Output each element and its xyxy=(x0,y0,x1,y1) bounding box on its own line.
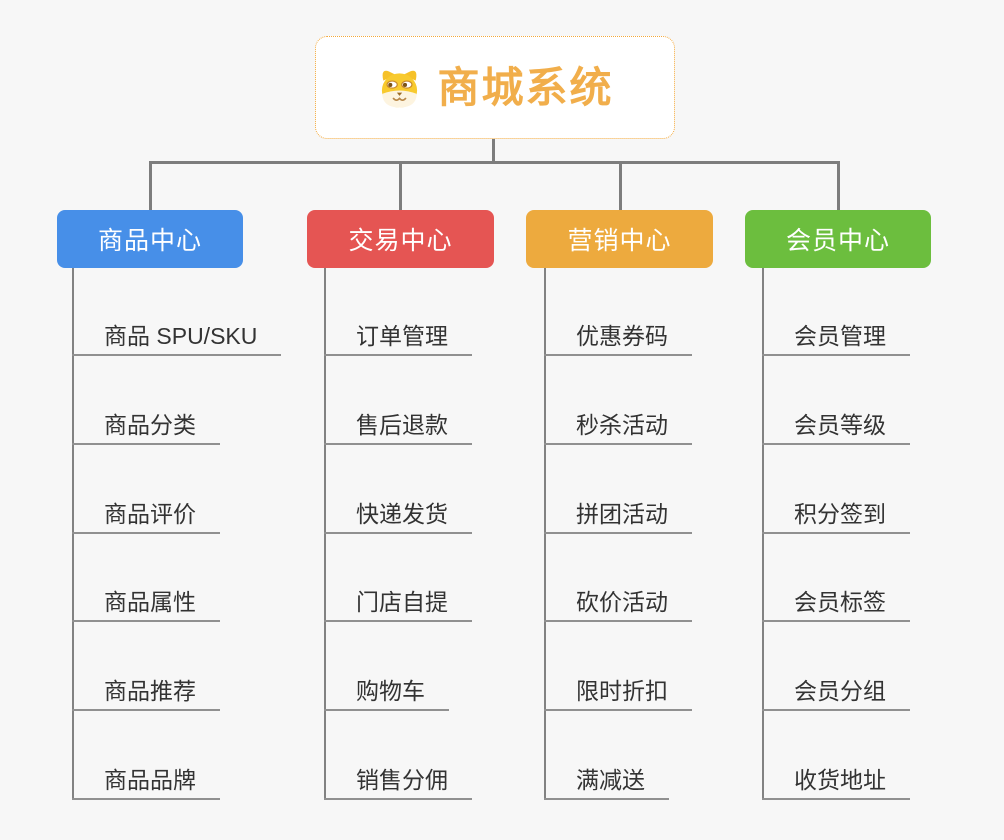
branch-node-member-center[interactable]: 会员中心 xyxy=(745,210,931,268)
child-node-trade-center-5[interactable]: 购物车 xyxy=(324,665,449,712)
child-node-product-center-2[interactable]: 商品分类 xyxy=(72,399,220,445)
child-node-trade-center-1[interactable]: 订单管理 xyxy=(324,310,472,356)
shiba-dog-icon xyxy=(376,66,423,110)
child-node-trade-center-2[interactable]: 售后退款 xyxy=(324,399,472,445)
connector-line xyxy=(544,268,546,800)
child-node-member-center-6[interactable]: 收货地址 xyxy=(762,754,910,800)
child-node-member-center-1[interactable]: 会员管理 xyxy=(762,310,910,356)
child-node-marketing-center-4[interactable]: 砍价活动 xyxy=(544,576,692,623)
root-title: 商城系统 xyxy=(437,63,614,111)
child-node-marketing-center-2[interactable]: 秒杀活动 xyxy=(544,399,692,445)
child-node-member-center-3[interactable]: 积分签到 xyxy=(762,488,910,534)
root-node[interactable]: 商城系统 xyxy=(315,36,675,139)
child-node-trade-center-6[interactable]: 销售分佣 xyxy=(324,754,472,800)
connector-line xyxy=(492,139,495,164)
connector-line xyxy=(837,161,840,210)
connector-line xyxy=(72,268,74,800)
child-node-product-center-1[interactable]: 商品 SPU/SKU xyxy=(72,310,282,356)
branch-node-trade-center[interactable]: 交易中心 xyxy=(307,210,494,268)
connector-line xyxy=(149,161,152,210)
child-node-trade-center-4[interactable]: 门店自提 xyxy=(324,576,472,623)
child-node-marketing-center-5[interactable]: 限时折扣 xyxy=(544,665,692,712)
child-node-trade-center-3[interactable]: 快递发货 xyxy=(324,488,472,534)
child-node-product-center-5[interactable]: 商品推荐 xyxy=(72,665,220,712)
child-node-member-center-5[interactable]: 会员分组 xyxy=(762,665,910,712)
child-node-marketing-center-3[interactable]: 拼团活动 xyxy=(544,488,692,534)
connector-line xyxy=(399,161,402,210)
child-node-marketing-center-6[interactable]: 满减送 xyxy=(544,754,669,800)
connector-line xyxy=(762,268,764,800)
branch-node-marketing-center[interactable]: 营销中心 xyxy=(526,210,713,268)
connector-line xyxy=(324,268,326,800)
child-node-product-center-3[interactable]: 商品评价 xyxy=(72,488,220,534)
child-node-marketing-center-1[interactable]: 优惠券码 xyxy=(544,310,692,356)
connector-line xyxy=(619,161,622,210)
child-node-member-center-4[interactable]: 会员标签 xyxy=(762,576,910,623)
child-node-member-center-2[interactable]: 会员等级 xyxy=(762,399,910,445)
connector-line xyxy=(149,161,840,164)
child-node-product-center-6[interactable]: 商品品牌 xyxy=(72,754,220,800)
branch-node-product-center[interactable]: 商品中心 xyxy=(57,210,243,268)
child-node-product-center-4[interactable]: 商品属性 xyxy=(72,576,220,623)
